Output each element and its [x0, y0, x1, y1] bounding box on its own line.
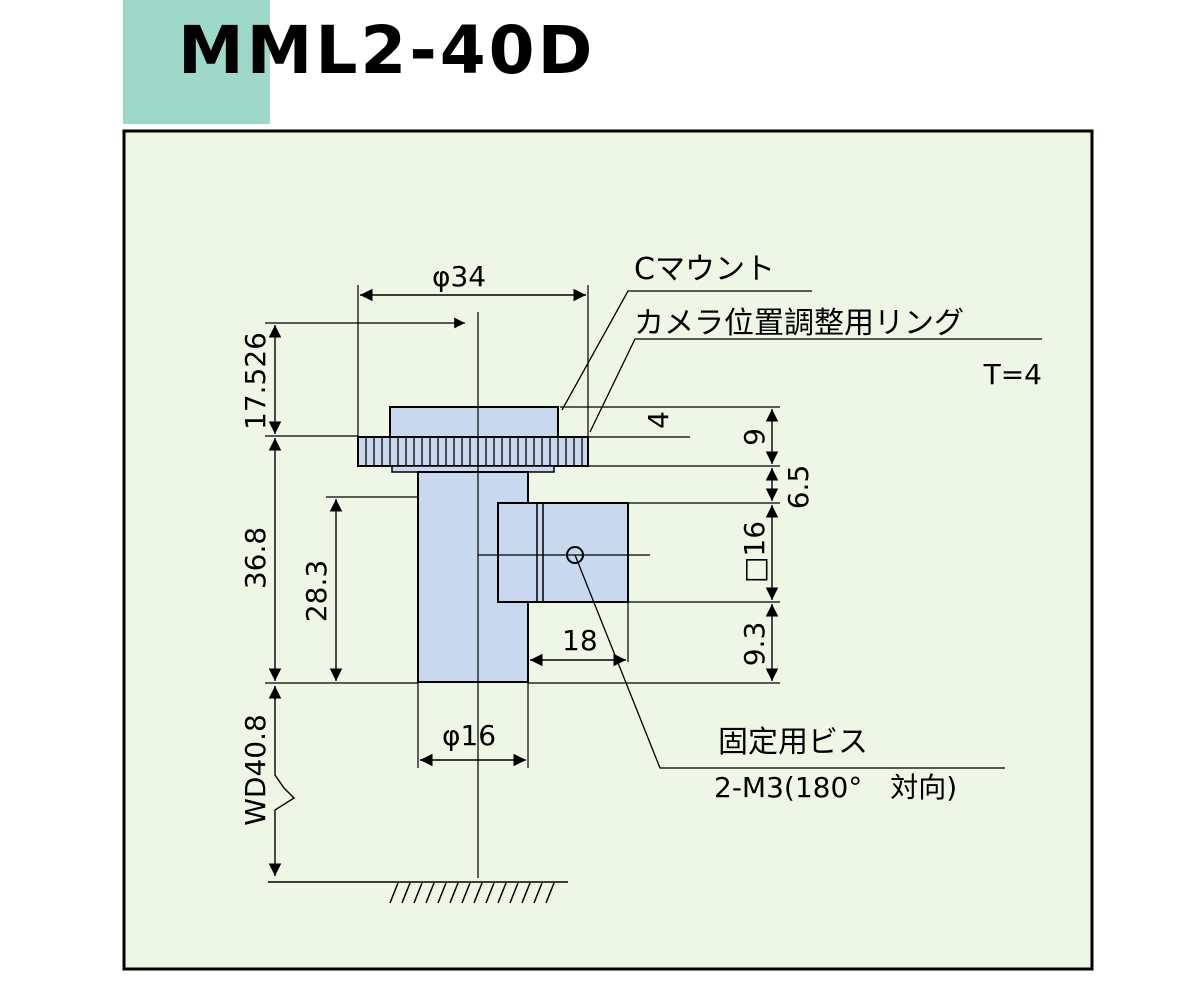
label-dim-28-3: 28.3 [300, 560, 333, 622]
title-tab [123, 0, 270, 124]
c-mount-part [389, 406, 559, 438]
page-title: MML2-40D [178, 12, 596, 89]
leader-lines [561, 290, 1042, 769]
label-wd: WD40.8 [239, 714, 272, 826]
dim-wd-line [268, 686, 296, 876]
label-screw: 固定用ビス [718, 725, 868, 760]
extension-lines [265, 285, 780, 878]
label-dim-6-5: 6.5 [782, 465, 815, 510]
label-dim-9-3: 9.3 [738, 622, 771, 667]
side-block [497, 502, 629, 603]
ring-knurl [365, 437, 583, 466]
label-bottom-diameter: φ16 [442, 719, 496, 752]
label-ring-thickness: T=4 [983, 358, 1042, 391]
dimension-lines [268, 288, 779, 876]
label-dim-18: 18 [562, 624, 598, 657]
label-dim-9: 9 [738, 428, 771, 446]
label-dim-4: 4 [642, 411, 675, 429]
label-screw-spec: 2-M3(180° 対向) [714, 771, 957, 804]
label-dim-36-8: 36.8 [239, 527, 272, 589]
label-c-mount: Cマウント [634, 252, 775, 287]
adjust-ring [357, 436, 589, 467]
label-dim-17-526: 17.526 [239, 332, 272, 430]
ground-line [268, 881, 568, 904]
label-ring: カメラ位置調整用リング [634, 306, 964, 341]
label-top-diameter: φ34 [432, 260, 486, 293]
label-dim-16-square: □16 [738, 521, 771, 583]
